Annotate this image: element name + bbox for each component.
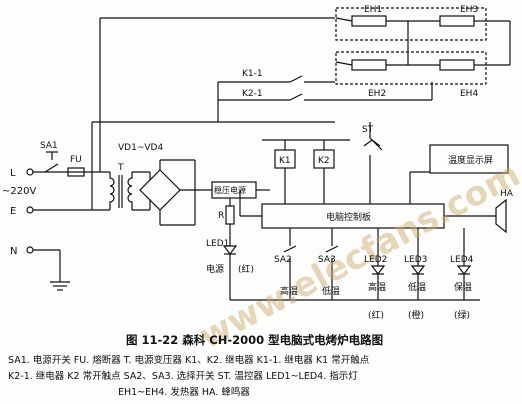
label-voltage: ~220V [2,186,36,197]
label-K2: K2 [318,156,330,166]
label-N: N [10,246,17,257]
label-VD: VD1~VD4 [118,143,163,153]
label-EH3: EH3 [460,5,478,15]
label-HA: HA [500,189,514,199]
label-low-temp: 低温 [322,285,340,297]
label-EH1: EH1 [364,5,382,15]
label-red2: (红) [368,309,384,321]
label-low-temp2: 低温 [408,281,426,293]
figure-title: 图 11-22 森科 CH-2000 型电脑式电烤炉电路图 [126,333,384,347]
label-LED1: LED1 [206,239,229,249]
label-SA3: SA3 [318,255,336,265]
label-green: (绿) [454,309,470,321]
label-keep-warm: 保温 [454,281,472,293]
label-temp-display: 温度显示屏 [448,154,493,166]
label-power: 电源 [206,263,224,275]
label-EH4: EH4 [460,89,478,99]
label-R: R [218,211,224,221]
label-K1: K1 [279,156,291,166]
label-SA2: SA2 [274,255,292,265]
label-LED2: LED2 [364,255,387,265]
label-L: L [10,168,16,179]
legend-line-3: EH1~EH4. 发热器 HA. 蜂鸣器 [118,387,250,398]
label-K2-1: K2-1 [242,89,263,99]
label-orange: (橙) [408,309,424,321]
label-red1: (红) [238,263,254,275]
label-T: T [117,163,124,173]
label-FU: FU [70,155,82,165]
legend-line-2: K2-1. 继电器 K2 常开触点 SA2、SA3. 选择开关 ST. 温控器 … [8,371,358,382]
label-EH2: EH2 [368,89,386,99]
label-SA1: SA1 [40,141,58,151]
label-E: E [10,206,16,217]
legend-line-1: SA1. 电源开关 FU. 熔断器 T. 电源变压器 K1、K2. 继电器 K1… [8,355,370,366]
label-LED4: LED4 [450,255,474,265]
label-board: 电脑控制板 [326,211,371,223]
label-LED3: LED3 [404,255,427,265]
label-K1-1: K1-1 [242,69,263,79]
label-high-temp2: 高温 [368,281,386,293]
label-ST: ST [362,125,374,135]
label-regulator: 稳压电源 [214,185,246,195]
label-high-temp: 高温 [280,285,298,297]
